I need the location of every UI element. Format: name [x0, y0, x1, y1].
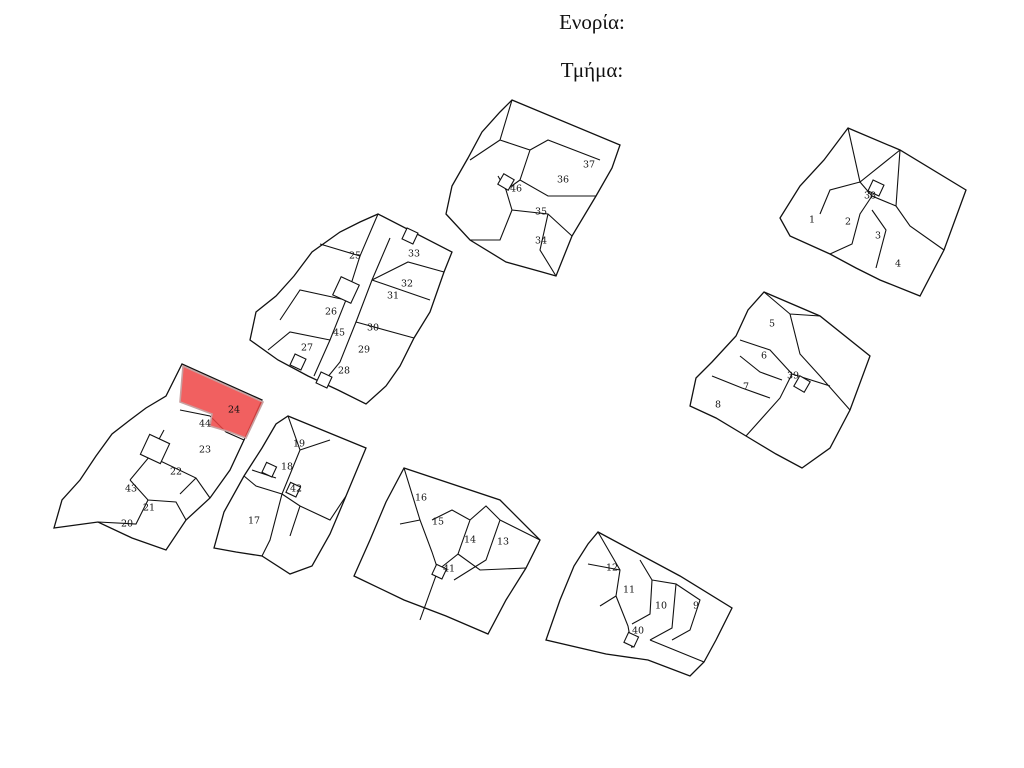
unit-label-40: 40 — [632, 626, 644, 637]
building-block-13-16 — [353, 467, 541, 635]
building-block-top-center — [445, 99, 621, 277]
unit-label-22: 22 — [170, 467, 182, 478]
unit-label-32: 32 — [401, 279, 413, 290]
unit-label-17: 17 — [248, 516, 260, 527]
unit-label-6: 6 — [761, 351, 767, 362]
unit-label-29: 29 — [358, 345, 370, 356]
building-block-left-center — [249, 213, 453, 405]
unit-label-23: 23 — [199, 445, 211, 456]
parish-label: Ενορία: — [559, 10, 625, 34]
unit-label-12: 12 — [606, 563, 618, 574]
building-block-right-middle — [689, 291, 871, 469]
selected-unit-24-highlight[interactable] — [179, 364, 265, 440]
unit-label-21: 21 — [143, 503, 155, 514]
unit-label-4: 4 — [895, 259, 901, 270]
unit-label-13: 13 — [497, 537, 509, 548]
unit-label-18: 18 — [281, 462, 293, 473]
unit-label-25: 25 — [349, 251, 361, 262]
unit-label-42: 42 — [290, 484, 302, 495]
unit-label-44: 44 — [199, 419, 211, 430]
unit-label-38: 38 — [864, 191, 876, 202]
unit-label-16: 16 — [415, 493, 427, 504]
unit-label-20: 20 — [121, 519, 133, 530]
unit-label-26: 26 — [325, 307, 337, 318]
unit-label-15: 15 — [432, 517, 444, 528]
unit-label-39: 39 — [787, 371, 799, 382]
unit-label-27: 27 — [301, 343, 313, 354]
unit-label-30: 30 — [367, 323, 379, 334]
unit-label-7: 7 — [743, 382, 749, 393]
unit-label-34: 34 — [535, 236, 547, 247]
unit-label-37: 37 — [583, 160, 595, 171]
unit-label-43: 43 — [125, 484, 137, 495]
building-block-17-19 — [213, 415, 367, 575]
unit-label-3: 3 — [875, 231, 881, 242]
unit-label-36: 36 — [557, 175, 569, 186]
unit-label-46: 46 — [510, 184, 522, 195]
unit-label-45: 45 — [333, 328, 345, 339]
unit-label-14: 14 — [464, 535, 476, 546]
unit-labels: 1 2 3 4 5 6 7 8 9 10 11 12 13 14 15 16 1… — [121, 160, 901, 637]
building-block-9-12 — [545, 531, 733, 677]
unit-label-1: 1 — [809, 215, 815, 226]
unit-label-35: 35 — [535, 207, 547, 218]
unit-label-24: 24 — [228, 405, 240, 416]
building-block-top-right — [779, 127, 967, 297]
unit-label-19: 19 — [293, 439, 305, 450]
section-label: Τμήμα: — [560, 58, 624, 82]
unit-label-10: 10 — [655, 601, 667, 612]
unit-label-2: 2 — [845, 217, 851, 228]
unit-label-5: 5 — [769, 319, 775, 330]
unit-label-31: 31 — [387, 291, 399, 302]
unit-label-9: 9 — [693, 601, 699, 612]
unit-label-28: 28 — [338, 366, 350, 377]
unit-label-11: 11 — [623, 585, 635, 596]
unit-label-41: 41 — [443, 564, 455, 575]
unit-label-8: 8 — [715, 400, 721, 411]
unit-label-33: 33 — [408, 249, 420, 260]
